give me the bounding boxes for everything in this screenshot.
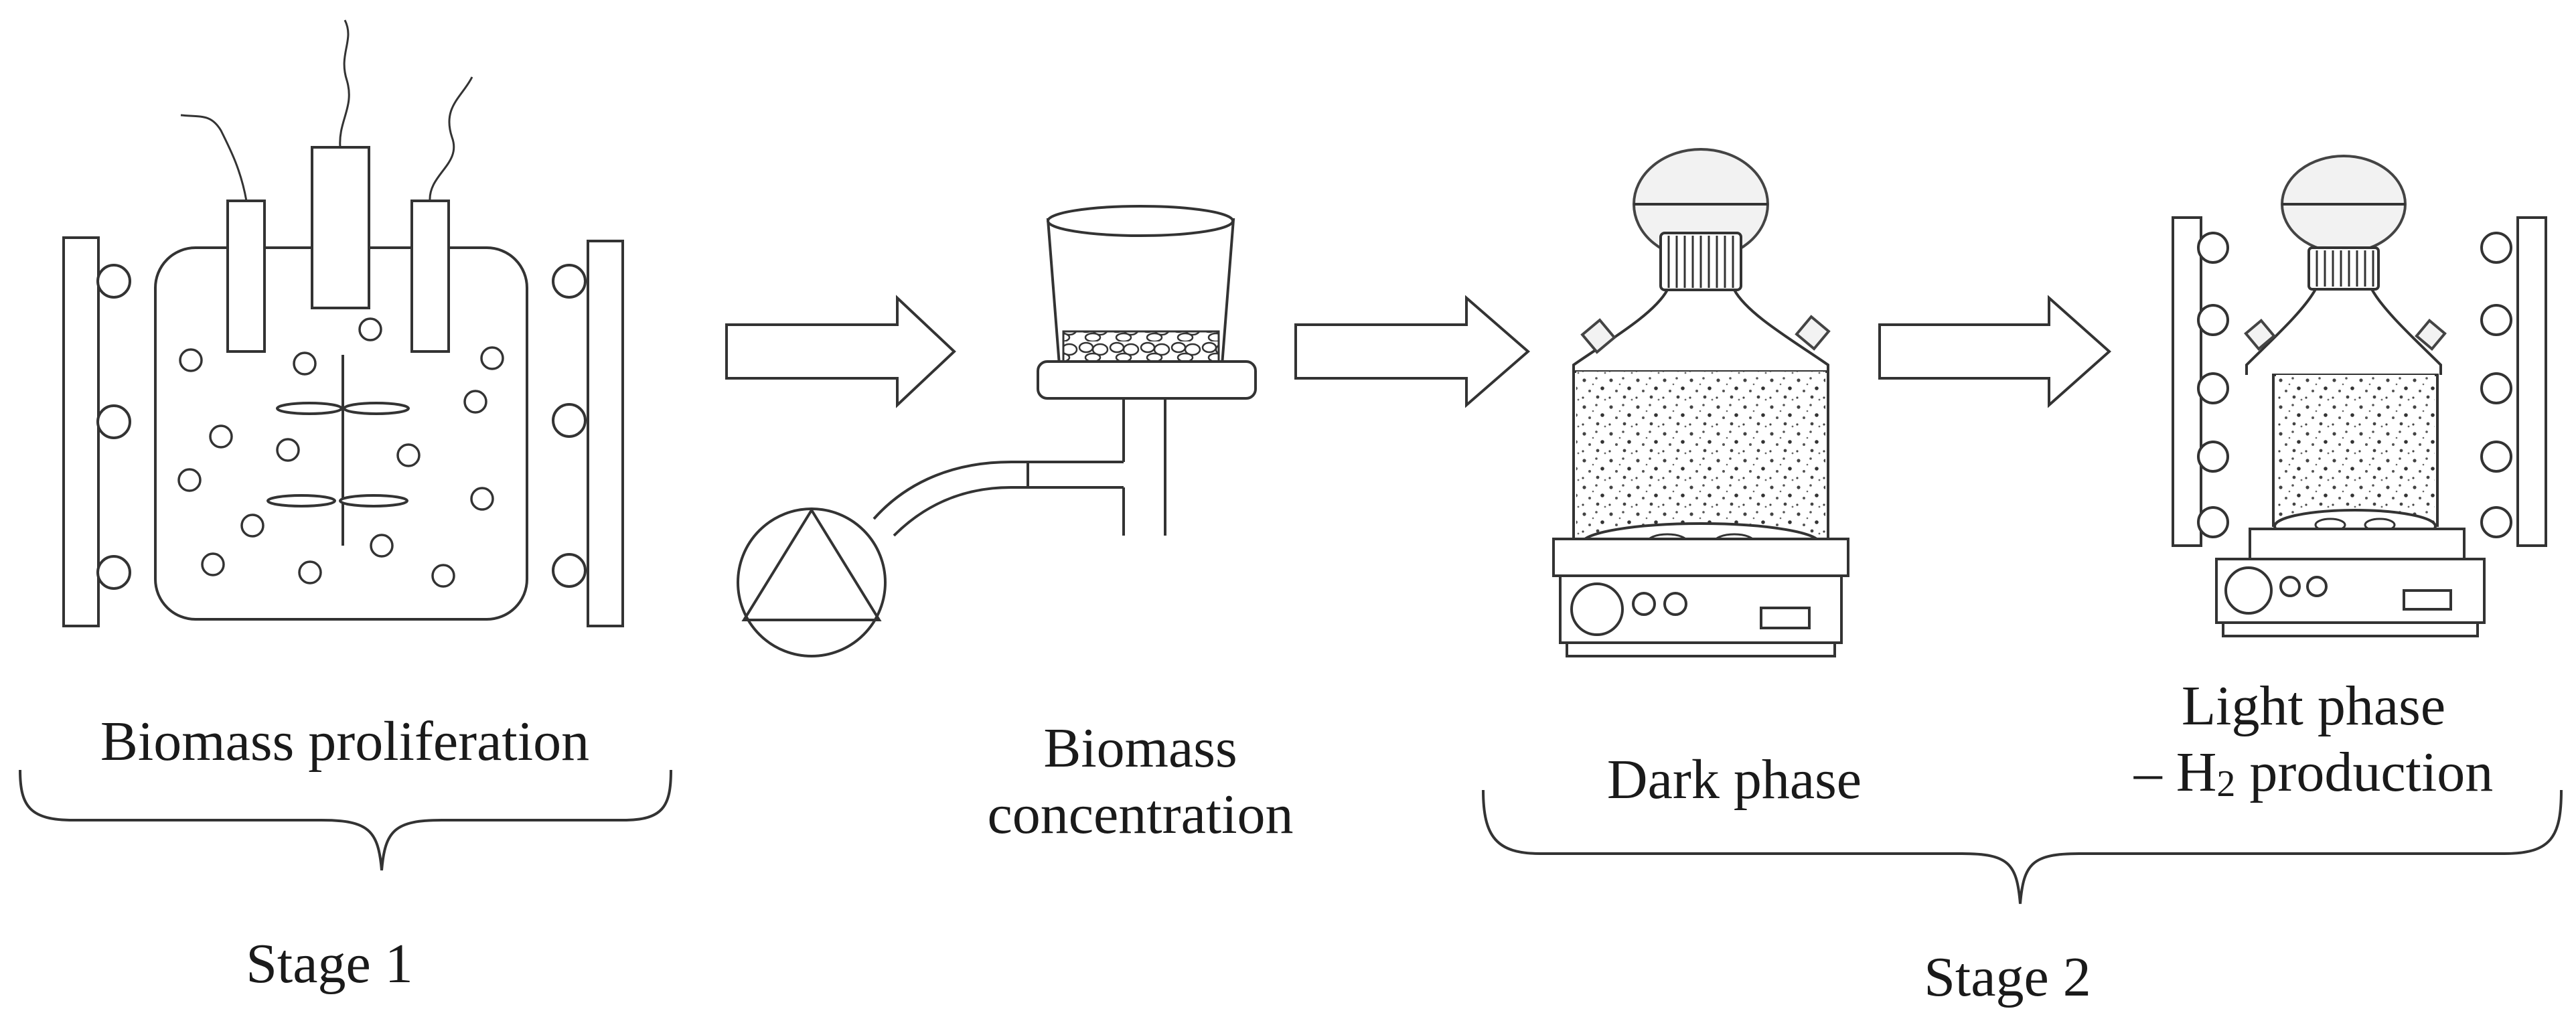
label-biomass-concentration: Biomass concentration — [987, 715, 1293, 848]
flow-arrow-icon — [725, 295, 956, 408]
left-light-panel — [2172, 216, 2202, 547]
curly-brace-icon — [19, 769, 672, 871]
magnetic-stirrer-bottle-icon — [1552, 148, 1849, 657]
label-biomass-proliferation: Biomass proliferation — [100, 710, 590, 773]
label-biomass-concentration-line-2: concentration — [987, 783, 1294, 846]
label-stage-1: Stage 1 — [246, 933, 413, 995]
label-h2-subscript: 2 — [2216, 763, 2236, 805]
label-light-phase-line-1: Light phase — [2181, 675, 2446, 737]
right-light-panel — [2516, 216, 2547, 547]
flow-arrow-icon — [1294, 295, 1531, 408]
label-biomass-concentration-line-1: Biomass — [1043, 717, 1237, 779]
label-light-phase-line-2: – H2 production — [2134, 739, 2494, 806]
vacuum-pump-icon — [737, 507, 887, 657]
flow-arrow-icon — [1878, 295, 2112, 408]
right-light-panel — [587, 240, 624, 627]
label-light-phase: Light phase – H2 production — [2134, 673, 2494, 806]
label-stage-2: Stage 2 — [1924, 946, 2091, 1008]
label-dark-phase: Dark phase — [1606, 749, 1862, 811]
label-h2-suffix: production — [2235, 741, 2494, 804]
magnetic-stirrer-bottle-icon — [2172, 155, 2547, 637]
label-h2-prefix: – H — [2133, 741, 2217, 804]
curly-brace-icon — [1482, 789, 2563, 905]
filtration-funnel-icon — [873, 205, 1257, 537]
left-light-panel — [62, 236, 100, 627]
photobioreactor-icon — [62, 19, 624, 627]
